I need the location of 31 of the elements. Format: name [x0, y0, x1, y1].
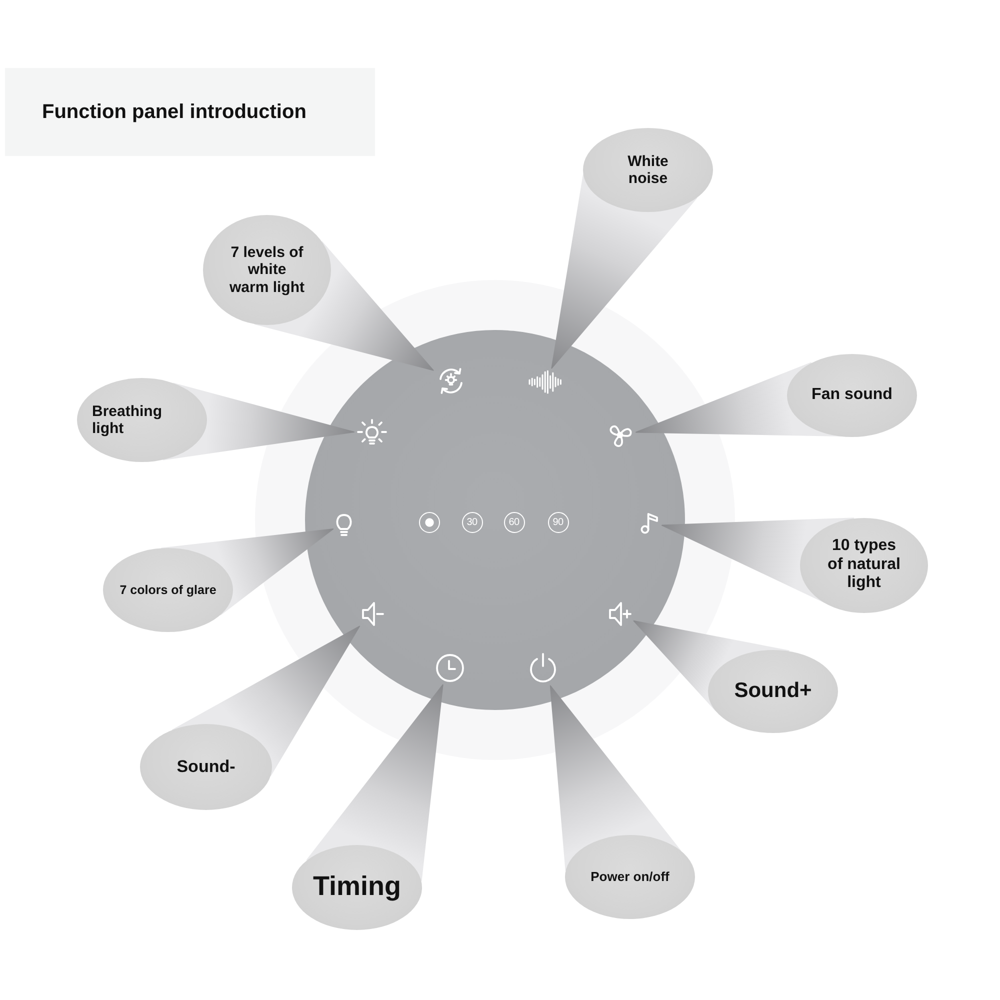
light-bulb-icon: [335, 513, 353, 537]
callout-text: Sound+: [734, 678, 812, 704]
pointer-beam: [633, 620, 790, 711]
pointer-beam: [306, 684, 444, 882]
pointer-beam: [551, 174, 698, 369]
timer-option: 30: [462, 512, 482, 532]
pointer-beam: [172, 626, 360, 776]
timer-option: 60: [504, 512, 524, 532]
power-icon: [528, 652, 558, 684]
callout-text: Timing: [312, 871, 401, 903]
callout-text: White noise: [626, 152, 670, 188]
callout-text: Sound-: [176, 757, 236, 777]
callout-text: 10 types of natural light: [826, 537, 902, 593]
pointer-beam: [162, 382, 354, 460]
pointer-beam: [254, 241, 434, 371]
music-note-icon: [640, 512, 660, 534]
timer-option: 90: [548, 512, 568, 532]
pointer-beam: [662, 518, 854, 602]
sound-wave-icon: [528, 370, 562, 394]
volume-up-icon: [608, 600, 632, 628]
dot-circle-icon: [418, 512, 440, 532]
callout-text: 7 colors of glare: [120, 582, 216, 598]
callout-text: Fan sound: [812, 386, 892, 404]
pointer-beam: [161, 528, 334, 616]
callout-text: 7 levels of white warm light: [228, 244, 306, 296]
callout-text: Breathing light: [92, 402, 164, 438]
pointer-beam: [550, 685, 681, 871]
volume-down-icon: [361, 600, 385, 628]
callout-text: Power on/off: [590, 870, 670, 884]
clock-icon: [435, 653, 465, 683]
title-banner: Function panel introduction: [5, 68, 375, 156]
